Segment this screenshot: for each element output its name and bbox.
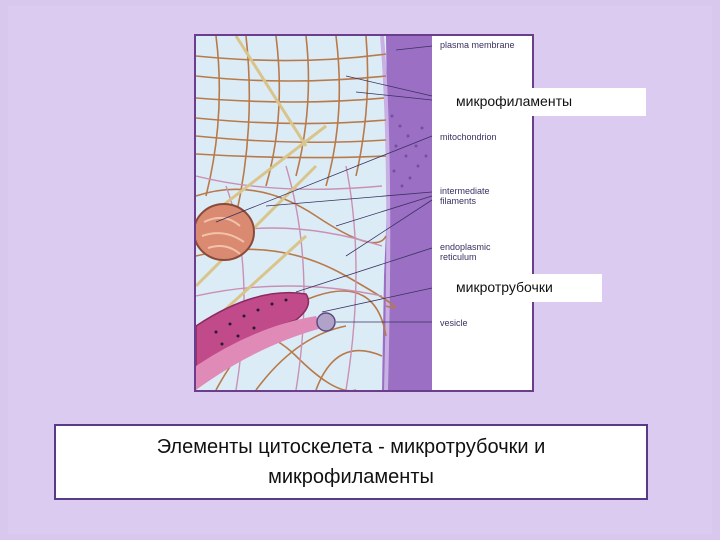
- label-intermediate-filaments: intermediate filaments: [440, 186, 490, 206]
- overlay-microfilaments: микрофиламенты: [452, 88, 646, 116]
- caption-box: Элементы цитоскелета - микротрубочки и м…: [54, 424, 648, 500]
- caption-text: Элементы цитоскелета - микротрубочки и м…: [156, 436, 546, 488]
- vesicle-shape: [316, 312, 336, 332]
- plasma-membrane-band: [382, 36, 432, 390]
- microfilament-network: [196, 36, 396, 390]
- label-endoplasmic-reticulum: endoplasmic reticulum: [440, 242, 491, 262]
- leader-lines: [215, 45, 433, 323]
- label-plasma-membrane: plasma membrane: [440, 40, 515, 50]
- cortical-dots: [390, 114, 428, 188]
- mitochondrion-shape: [196, 203, 255, 261]
- overlay-microtubules: микротрубочки: [452, 274, 602, 302]
- endoplasmic-reticulum-shape: [196, 291, 322, 390]
- label-vesicle: vesicle: [440, 318, 468, 328]
- label-mitochondrion: mitochondrion: [440, 132, 497, 142]
